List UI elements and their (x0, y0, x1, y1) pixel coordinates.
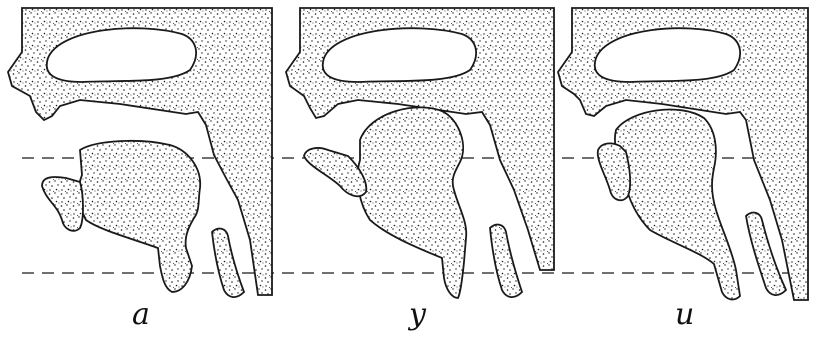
tongue (79, 141, 201, 292)
panel-u-vocal-tract (286, 8, 554, 298)
tongue (358, 107, 467, 298)
epiglottis (490, 225, 522, 298)
panel-i-vocal-tract (558, 8, 808, 300)
panel-a-vocal-tract (8, 8, 272, 297)
lower-lip (598, 143, 630, 200)
panel-u-caption: у (409, 300, 426, 330)
panel-a-caption: а (132, 300, 150, 330)
lower-lip (42, 177, 83, 231)
lower-lip (304, 148, 366, 196)
epiglottis (212, 229, 244, 298)
panel-i-caption: и (675, 300, 694, 330)
tongue (615, 109, 740, 299)
